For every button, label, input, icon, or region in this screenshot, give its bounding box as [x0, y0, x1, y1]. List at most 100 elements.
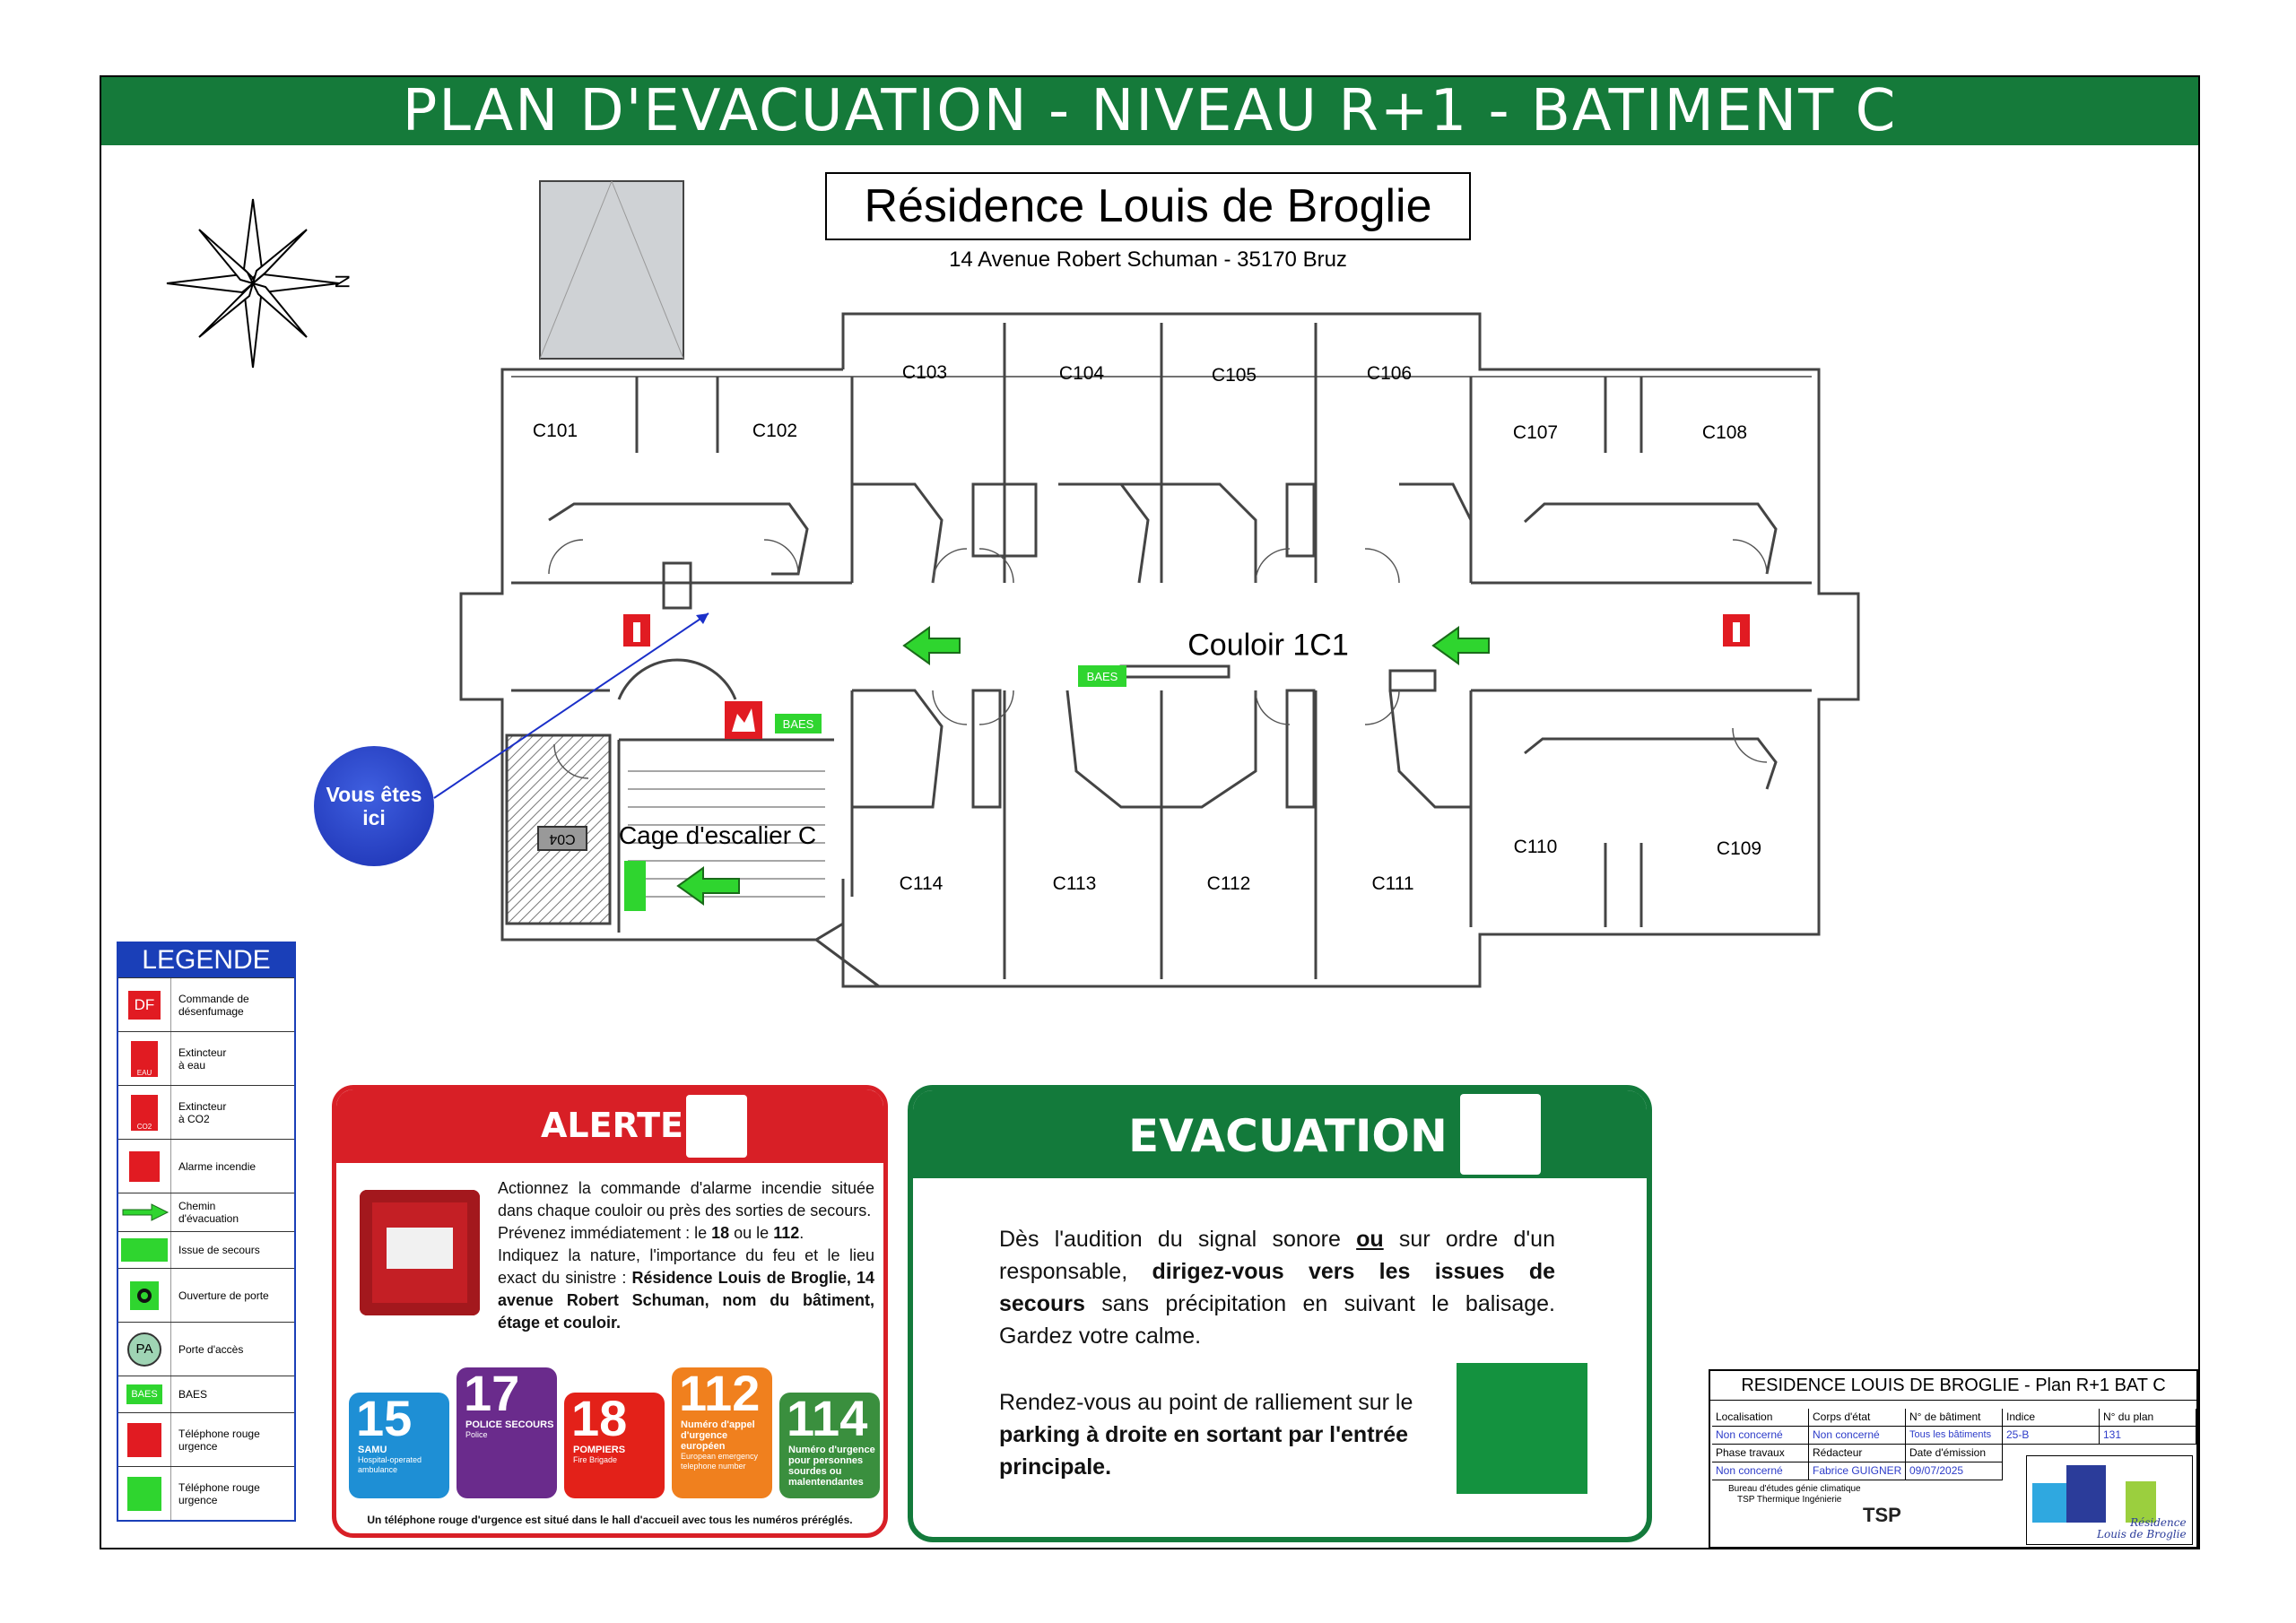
legend-label: Extincteur à eau — [178, 1046, 227, 1072]
room-label: C114 — [899, 873, 944, 894]
assembly-point-instructions: Rendez-vous au point de ralliement sur l… — [999, 1390, 1413, 1480]
staircase — [628, 770, 825, 898]
alert-footer-note: Un téléphone rouge d'urgence est situé d… — [367, 1514, 853, 1526]
legend-label: Porte d'accès — [178, 1342, 244, 1356]
smoke-control-icon: DF — [128, 990, 161, 1020]
evacuation-arrow-icon — [122, 1203, 170, 1221]
door-swings — [548, 539, 1768, 779]
baes-sign: BAES — [1078, 665, 1126, 687]
baes-icon: BAES — [126, 1384, 162, 1404]
legend: LEGENDE DF Commande de désenfumage EAU E… — [117, 942, 296, 1522]
legend-row: Téléphone rouge urgence — [118, 1466, 294, 1520]
tb-value: 25-B — [2003, 1427, 2100, 1445]
extinguisher-icon — [1721, 612, 1752, 648]
tb-label: Localisation — [1712, 1409, 1809, 1427]
residence-title: Résidence Louis de Broglie — [825, 172, 1471, 240]
title-block-heading: RESIDENCE LOUIS DE BROGLIE - Plan R+1 BA… — [1710, 1371, 2196, 1401]
room-label: C107 — [1512, 422, 1559, 443]
evacuation-instructions: Dès l'audition du signal sonore ou sur o… — [999, 1227, 1555, 1349]
legend-label: Alarme incendie — [178, 1159, 257, 1173]
building-walls — [459, 312, 1860, 988]
legend-label: Ouverture de porte — [178, 1289, 269, 1302]
evacuation-arrow-icon — [1431, 626, 1490, 665]
baes-sign — [624, 861, 646, 911]
evacuation-arrow-icon — [902, 626, 961, 665]
alarm-call-point-image — [360, 1190, 480, 1315]
legend-label: Téléphone rouge urgence — [178, 1480, 260, 1506]
running-man-exit-icon — [1460, 1094, 1541, 1175]
stair-label: Cage d'escalier C — [618, 821, 817, 849]
room-label: C111 — [1371, 873, 1414, 894]
evacuation-title: EVACUATION — [1128, 1110, 1448, 1162]
legend-label: Chemin d'évacuation — [178, 1200, 239, 1225]
legend-row: Chemin d'évacuation — [118, 1193, 294, 1231]
red-phone-icon — [127, 1422, 161, 1457]
fire-alarm-icon — [725, 701, 762, 739]
residence-address: 14 Avenue Robert Schuman - 35170 Bruz — [949, 247, 1347, 272]
legend-label: Extincteur à CO2 — [178, 1099, 227, 1125]
room-label: C112 — [1206, 873, 1251, 894]
tb-label: Rédacteur — [1809, 1445, 1906, 1462]
room-label: C106 — [1366, 363, 1413, 384]
assembly-point-icon — [1457, 1363, 1587, 1494]
compass-rose-icon — [166, 198, 340, 369]
legend-row: CO2 Extincteur à CO2 — [118, 1085, 294, 1139]
baes-sign: BAES — [775, 714, 822, 733]
legend-row: Alarme incendie — [118, 1139, 294, 1193]
evacuation-arrow-icon — [676, 866, 740, 906]
water-extinguisher-icon: EAU — [131, 1040, 158, 1077]
residence-logo: Résidence Louis de Broglie — [2026, 1455, 2193, 1545]
legend-row: Ouverture de porte — [118, 1268, 294, 1322]
evacuation-panel: EVACUATION Dès l'audition du signal sono… — [908, 1085, 1652, 1542]
room-label: C101 — [532, 421, 578, 441]
tb-value: Fabrice GUIGNER — [1809, 1462, 1906, 1480]
tb-value: Non concerné — [1712, 1427, 1809, 1445]
evacuation-header: EVACUATION — [913, 1090, 1647, 1178]
storage-label: C04 — [549, 831, 576, 846]
tb-label: Indice — [2003, 1409, 2100, 1427]
legend-label: Téléphone rouge urgence — [178, 1427, 260, 1453]
legend-row: DF Commande de désenfumage — [118, 977, 294, 1031]
tsp-logo: TSP — [1863, 1504, 1901, 1526]
tb-label: Corps d'état — [1809, 1409, 1906, 1427]
svg-text:BAES: BAES — [1087, 670, 1118, 683]
legend-row: Téléphone rouge urgence — [118, 1412, 294, 1466]
alert-instructions: Actionnez la commande d'alarme incendie … — [498, 1177, 874, 1334]
tb-value: 09/07/2025 — [1906, 1462, 2003, 1480]
tb-label: Date d'émission — [1906, 1445, 2003, 1462]
plan-frame — [100, 75, 2200, 1549]
plan-title: PLAN D'EVACUATION - NIVEAU R+1 - BATIMEN… — [101, 77, 2198, 145]
room-label: C109 — [1716, 838, 1762, 859]
phone-fire-icon — [686, 1095, 747, 1158]
tb-label: N° du plan — [2100, 1409, 2196, 1427]
storage-tag — [537, 826, 587, 851]
alert-header: ALERTE — [336, 1089, 883, 1163]
emergency-exit-icon — [121, 1238, 168, 1262]
legend-row: EAU Extincteur à eau — [118, 1031, 294, 1085]
tb-value: Tous les bâtiments — [1906, 1427, 2003, 1445]
co2-extinguisher-icon: CO2 — [131, 1094, 158, 1131]
door-opening-icon — [130, 1280, 159, 1310]
first-aid-icon — [127, 1476, 161, 1511]
room-label: C108 — [1701, 422, 1748, 443]
tb-label: N° de bâtiment — [1906, 1409, 2003, 1427]
legend-label: Commande de désenfumage — [178, 992, 249, 1018]
legend-row: Issue de secours — [118, 1231, 294, 1268]
tb-value: Non concerné — [1712, 1462, 1809, 1480]
legend-row: PA Porte d'accès — [118, 1322, 294, 1376]
tb-value: 131 — [2100, 1427, 2196, 1445]
alert-para-3: Indiquez la nature, l'importance du feu … — [498, 1246, 874, 1332]
alert-panel: ALERTE Actionnez la commande d'alarme in… — [332, 1085, 888, 1538]
room-label: C102 — [752, 421, 798, 441]
office-line-2: TSP Thermique Ingénierie — [1737, 1495, 1842, 1505]
room-label: C105 — [1211, 365, 1257, 386]
access-door-icon: PA — [127, 1332, 161, 1367]
extinguisher-icon — [622, 612, 652, 648]
north-letter: N — [331, 274, 353, 289]
you-are-here-marker: Vous êtes ici — [314, 746, 434, 866]
tb-value: Non concerné — [1809, 1427, 1906, 1445]
